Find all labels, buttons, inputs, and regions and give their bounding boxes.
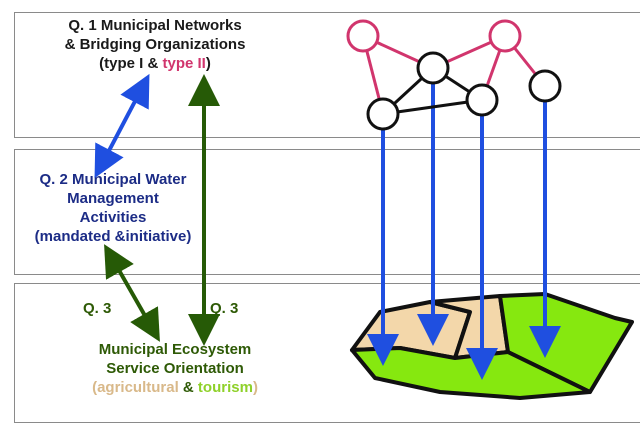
q2-line4: (mandated &initiative): [34, 228, 192, 245]
q1-line3: (type I & type II): [30, 54, 280, 73]
q1-type2: type II: [162, 55, 206, 72]
q3-amp: &: [178, 379, 198, 396]
diagram-graphics: [94, 19, 634, 400]
node-black-middle: [465, 83, 499, 117]
q1-line1: Q. 1 Municipal Networks: [68, 17, 242, 34]
q2-text: Q. 2 Municipal Water Management Activiti…: [8, 170, 218, 246]
q1-text: Q. 1 Municipal Networks & Bridging Organ…: [30, 16, 280, 73]
q3-paren-open: (: [92, 379, 98, 396]
q3-line3: (agricultural & tourism): [60, 378, 290, 397]
node-black-top: [416, 51, 450, 85]
arrow-q1-q2: [94, 73, 150, 179]
q3-line2: Service Orientation: [106, 360, 244, 377]
q3-paren-close: ): [252, 379, 258, 396]
network-nodes: [346, 19, 562, 131]
land-map: [350, 292, 634, 400]
arrow-q2-q3: [104, 244, 160, 342]
projection-arrows: [367, 84, 561, 380]
node-black-left: [366, 97, 400, 131]
node-black-right: [528, 69, 562, 103]
q3-tourism: tourism: [197, 379, 253, 396]
q2-line1: Q. 2 Municipal Water: [39, 171, 187, 188]
node-pink-right: [488, 19, 522, 53]
q3-agricultural: agricultural: [97, 379, 179, 396]
node-pink-left: [346, 19, 380, 53]
q1-paren-open: (: [99, 55, 105, 72]
q1-amp: &: [143, 55, 163, 72]
q1-line2: & Bridging Organizations: [64, 36, 246, 53]
q1-paren-close: ): [205, 55, 211, 72]
q1-type1: type I: [104, 55, 144, 72]
edge-black-3: [382, 98, 483, 116]
q2-line3: Activities: [79, 209, 147, 226]
q2-line2: Management: [67, 190, 159, 207]
